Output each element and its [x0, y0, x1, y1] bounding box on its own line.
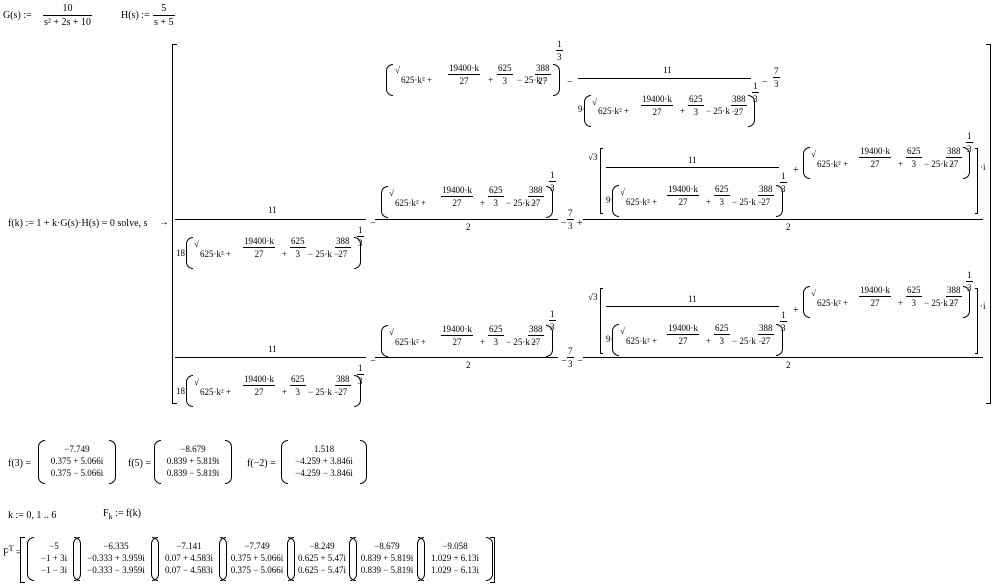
evaluation-vector: −8.679 0.839 + 5.819i 0.839 − 5.819i [161, 443, 225, 479]
evaluation-vector-right-paren [360, 440, 367, 484]
symbolic-arrow: → [159, 217, 169, 228]
f-vector-definition[interactable]: Fk := f(k) [103, 509, 141, 521]
evaluation-vector-entry: 1.518 [313, 444, 335, 454]
paren-open [386, 64, 393, 96]
ft-column: −9.058 1.029 + 6.13i 1.029 − 6.13i [424, 540, 486, 576]
g-denominator: s² + 2s + 10 [44, 17, 92, 28]
h-numerator: 5 [161, 3, 167, 14]
ft-column: −8.249 0.625 + 5.47i 0.625 − 5.47i [294, 540, 350, 576]
ft-column-left-paren [287, 537, 294, 581]
ft-column-left-paren [151, 537, 158, 581]
ft-superscript: T [8, 544, 14, 553]
ft-column-entry: 0.375 − 5.066i [230, 565, 284, 575]
g-definition-label[interactable]: G(s) := [3, 10, 32, 21]
evaluation-vector-entry: 0.375 + 5.066i [50, 456, 104, 466]
ft-column-entry: −8.679 [374, 541, 400, 551]
ft-column-entry: −0.333 − 3.959i [87, 565, 145, 575]
ft-column-entry: −1 + 3i [40, 553, 68, 563]
fraction-bar [578, 78, 751, 79]
ft-column-left-paren [417, 537, 424, 581]
evaluation-vector-entry: 0.375 − 5.066i [50, 468, 104, 478]
paren-close [553, 64, 560, 96]
g-numerator: 10 [62, 3, 73, 14]
evaluation-vector: −7.749 0.375 + 5.066i 0.375 − 5.066i [45, 443, 109, 479]
ft-column-entry: 0.839 − 5.819i [360, 565, 414, 575]
ft-column-entry: 0.839 + 5.819i [360, 553, 414, 563]
ft-column-left-paren [219, 537, 226, 581]
ft-column-entry: −9.058 [442, 541, 468, 551]
evaluation-label[interactable]: f(3) = [8, 458, 32, 469]
ft-column-entry: −8.249 [309, 541, 335, 551]
solve-expression-label[interactable]: f(k) := 1 + k·G(s)·H(s) = 0 solve, s [8, 218, 148, 229]
evaluation-vector-left-paren [154, 440, 161, 484]
ft-column-left-paren [349, 537, 356, 581]
f-vector-subscript: k [108, 512, 113, 521]
ft-column-entry: −6.335 [103, 541, 129, 551]
ft-column-entry: 0.375 + 5.066i [230, 553, 284, 563]
h-fraction[interactable]: 5 s + 5 [153, 4, 175, 28]
evaluation-vector-entry: −8.679 [180, 444, 206, 454]
evaluation-vector-entry: −4.259 + 3.846i [295, 456, 353, 466]
term-25k: − 25·k − [517, 75, 549, 85]
ft-column-entry: −7.141 [176, 541, 202, 551]
h-denominator: s + 5 [154, 17, 174, 28]
evaluation-label[interactable]: f(5) = [128, 458, 152, 469]
g-fraction[interactable]: 10 s² + 2s + 10 [43, 3, 93, 28]
evaluation-vector-left-paren [38, 440, 45, 484]
result-vector-right-bracket [986, 44, 991, 404]
evaluation-vector-right-paren [225, 440, 232, 484]
ft-column-entry: 0.07 − 4.583i [164, 565, 214, 575]
ft-column-left-paren [73, 537, 80, 581]
ft-matrix-left-bracket [20, 537, 25, 583]
h-definition-label[interactable]: H(s) := [121, 10, 150, 21]
evaluation-vector-entry: 0.839 − 5.819i [166, 468, 220, 478]
ft-column: −8.679 0.839 + 5.819i 0.839 − 5.819i [356, 540, 418, 576]
evaluation-vector-entry: −4.259 − 3.846i [295, 468, 353, 478]
evaluation-vector: 1.518 −4.259 + 3.846i −4.259 − 3.846i [288, 443, 360, 479]
evaluation-vector-entry: 0.839 + 5.819i [166, 456, 220, 466]
ft-column-entry: −1 − 3i [40, 565, 68, 575]
result-vector-left-bracket [172, 44, 177, 404]
f-vector-symbol: F [103, 508, 109, 519]
term-625k2: 625·k² + [401, 75, 433, 85]
ft-column-entry: 0.625 + 5.47i [297, 553, 347, 563]
ft-column-entry: 1.029 + 6.13i [430, 553, 480, 563]
f-vector-rhs: := f(k) [115, 508, 141, 519]
evaluation-label[interactable]: f(−2) = [247, 458, 276, 469]
ft-column-entry: −0.333 + 3.959i [87, 553, 145, 563]
evaluation-vector-right-paren [109, 440, 116, 484]
ft-column-entry: 0.07 + 4.583i [164, 553, 214, 563]
ft-matrix-right-bracket [490, 537, 495, 583]
ft-column: −6.335 −0.333 + 3.959i −0.333 − 3.959i [80, 540, 152, 576]
ft-column: −5 −1 + 3i −1 − 3i [34, 540, 74, 576]
range-definition[interactable]: k := 0, 1 .. 6 [8, 510, 57, 521]
numerator-11: 11 [663, 65, 672, 75]
ft-column-entry: −5 [49, 541, 59, 551]
evaluation-vector-left-paren [281, 440, 288, 484]
ft-column: −7.749 0.375 + 5.066i 0.375 − 5.066i [226, 540, 288, 576]
ft-column-entry: 1.029 − 6.13i [430, 565, 480, 575]
ft-label[interactable]: FT = [3, 544, 22, 559]
evaluation-vector-entry: −7.749 [64, 444, 90, 454]
ft-column-entry: −7.749 [244, 541, 270, 551]
ft-column: −7.141 0.07 + 4.583i 0.07 − 4.583i [158, 540, 220, 576]
sqrt-sign: √ [395, 65, 400, 75]
ft-column-entry: 0.625 − 5.47i [297, 565, 347, 575]
ft-column-left-paren [27, 537, 34, 581]
